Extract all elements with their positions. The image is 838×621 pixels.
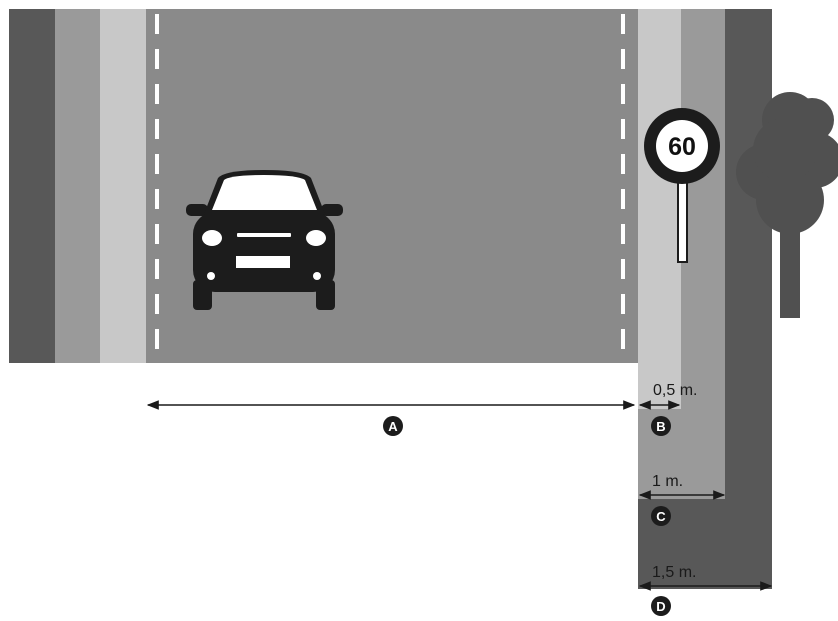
car-body bbox=[193, 212, 335, 292]
marker-d-label: D bbox=[656, 599, 665, 614]
car-left-wheel bbox=[193, 280, 212, 310]
left-outer-strip bbox=[9, 9, 55, 363]
marker-a-label: A bbox=[388, 419, 398, 434]
marker-b-label: B bbox=[656, 419, 665, 434]
measurement-c-label: 1 m. bbox=[652, 473, 683, 490]
car-left-foglight bbox=[207, 272, 215, 280]
measurement-a: A bbox=[148, 405, 634, 436]
car-license-plate bbox=[236, 256, 290, 268]
car-left-mirror bbox=[186, 204, 208, 216]
sign-speed-value: 60 bbox=[668, 133, 696, 161]
marker-c-label: C bbox=[656, 509, 666, 524]
left-mid-strip bbox=[55, 9, 100, 363]
car-windshield bbox=[212, 175, 317, 210]
car-right-headlight bbox=[306, 230, 326, 246]
car-grille bbox=[237, 233, 291, 237]
car-right-mirror bbox=[321, 204, 343, 216]
right-light-strip bbox=[638, 9, 681, 409]
car-right-foglight bbox=[313, 272, 321, 280]
car-left-headlight bbox=[202, 230, 222, 246]
measurement-b-label: 0,5 m. bbox=[653, 382, 697, 399]
left-light-strip bbox=[100, 9, 146, 363]
measurement-d-label: 1,5 m. bbox=[652, 564, 696, 581]
car-right-wheel bbox=[316, 280, 335, 310]
